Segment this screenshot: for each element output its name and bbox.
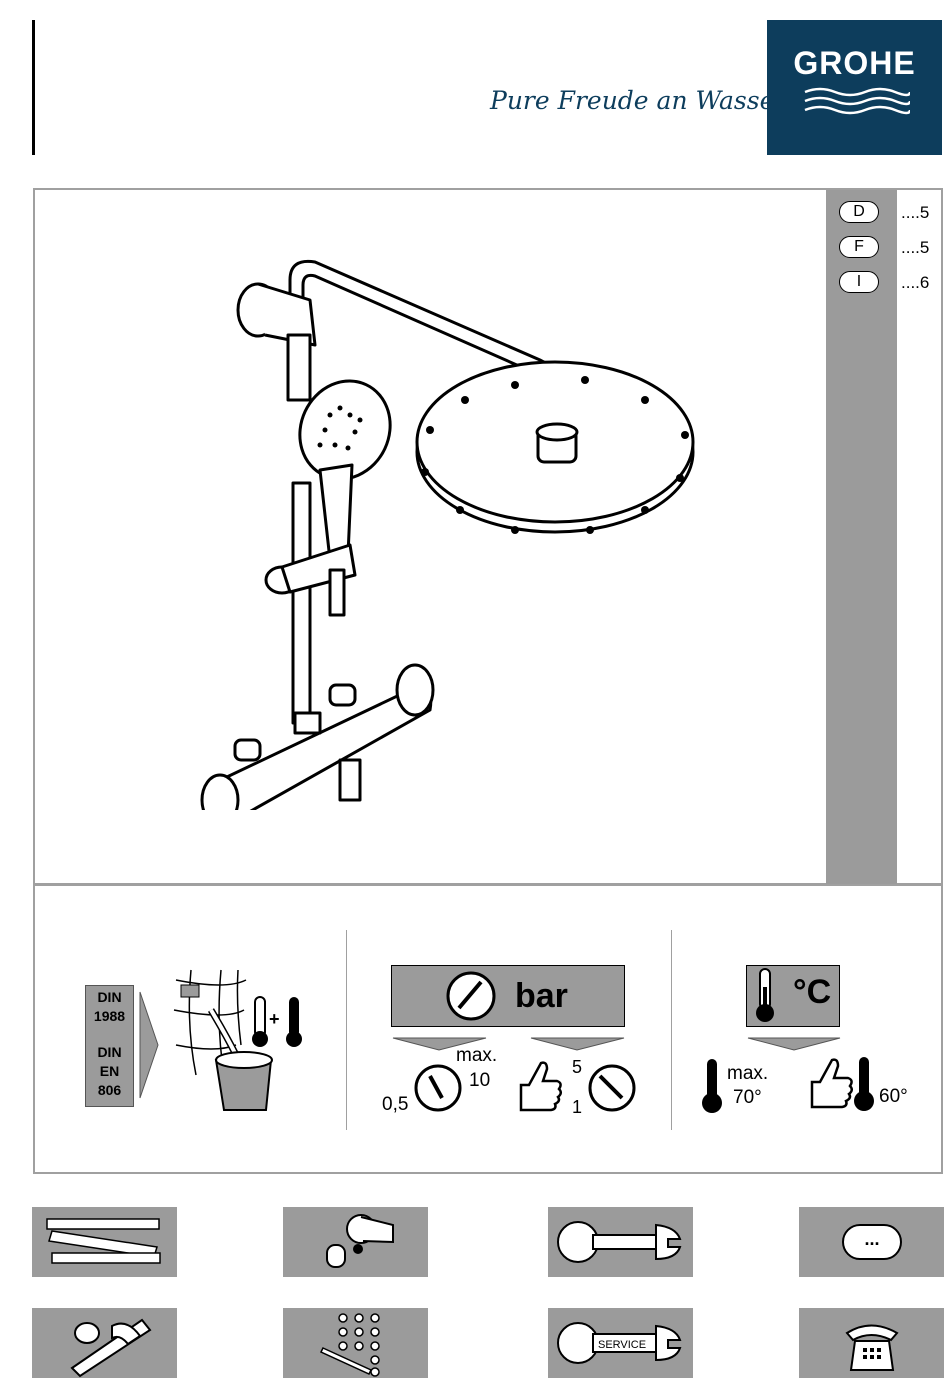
header-rule	[32, 20, 35, 155]
language-page-d: ....5	[901, 203, 929, 223]
wave-icon	[800, 86, 910, 116]
thumbs-up-icon	[804, 1052, 856, 1112]
more-icon: ...	[842, 1224, 902, 1260]
service-label: SERVICE	[598, 1339, 646, 1351]
pressure-gauge-icon	[445, 970, 497, 1022]
language-badge-d[interactable]: D	[839, 201, 879, 223]
arrow-right-icon	[138, 990, 160, 1100]
language-badge-f[interactable]: F	[839, 236, 879, 258]
language-page-i: ....6	[901, 273, 929, 293]
thermometer-icon	[752, 967, 778, 1025]
grohe-logo: GROHE	[767, 20, 942, 155]
temperature-recommended-value: 60°	[879, 1086, 908, 1108]
tile-cleaning[interactable]	[32, 1308, 177, 1378]
shower-system-drawing	[190, 240, 730, 810]
flush-pipes-icon: +	[166, 965, 316, 1115]
pressure-header-box	[391, 965, 625, 1027]
phone-icon	[799, 1308, 944, 1378]
temperature-max-value: 70°	[733, 1087, 762, 1109]
wrench-icon	[548, 1207, 693, 1277]
language-badge-i[interactable]: I	[839, 271, 879, 293]
pressure-min-value: 0,5	[382, 1094, 408, 1116]
language-page-f: ....5	[901, 238, 929, 258]
temperature-arrow	[746, 1036, 842, 1052]
service-wrench-icon: SERVICE	[548, 1308, 693, 1378]
cleaning-icon	[32, 1308, 177, 1378]
pressure-recommended-low: 1	[572, 1097, 582, 1118]
pressure-max-value: 10	[469, 1070, 490, 1092]
logo-wordmark: GROHE	[793, 45, 915, 82]
ruler-icon	[32, 1207, 177, 1277]
pressure-gauge-range-icon	[412, 1062, 464, 1114]
pressure-recommended-high: 5	[572, 1057, 582, 1078]
pressure-arrows	[391, 1036, 626, 1052]
tile-more[interactable]: ...	[799, 1207, 944, 1277]
tile-dimensions[interactable]	[32, 1207, 177, 1277]
spare-parts-icon	[283, 1308, 428, 1378]
language-index-bar	[826, 190, 897, 884]
tile-contact[interactable]	[799, 1308, 944, 1378]
tile-installation[interactable]	[283, 1207, 428, 1277]
tile-spare-parts[interactable]	[283, 1308, 428, 1378]
pressure-unit: bar	[515, 977, 568, 1016]
assembly-icon	[283, 1207, 428, 1277]
din-standard-label: DIN 1988 DIN EN 806	[85, 985, 134, 1107]
temperature-unit: °C	[793, 973, 831, 1012]
tile-service[interactable]: SERVICE	[548, 1308, 693, 1378]
thermometer-max-icon	[700, 1057, 724, 1115]
svg-text:+: +	[269, 1009, 280, 1029]
divider	[671, 930, 672, 1130]
thermometer-recommended-icon	[852, 1055, 876, 1113]
pressure-gauge-recommended-icon	[586, 1062, 638, 1114]
divider	[346, 930, 347, 1130]
temperature-max-label: max.	[727, 1063, 768, 1085]
tile-maintenance[interactable]	[548, 1207, 693, 1277]
thumbs-up-icon	[513, 1055, 565, 1115]
brand-tagline: Pure Freude an Wasser	[490, 86, 786, 115]
